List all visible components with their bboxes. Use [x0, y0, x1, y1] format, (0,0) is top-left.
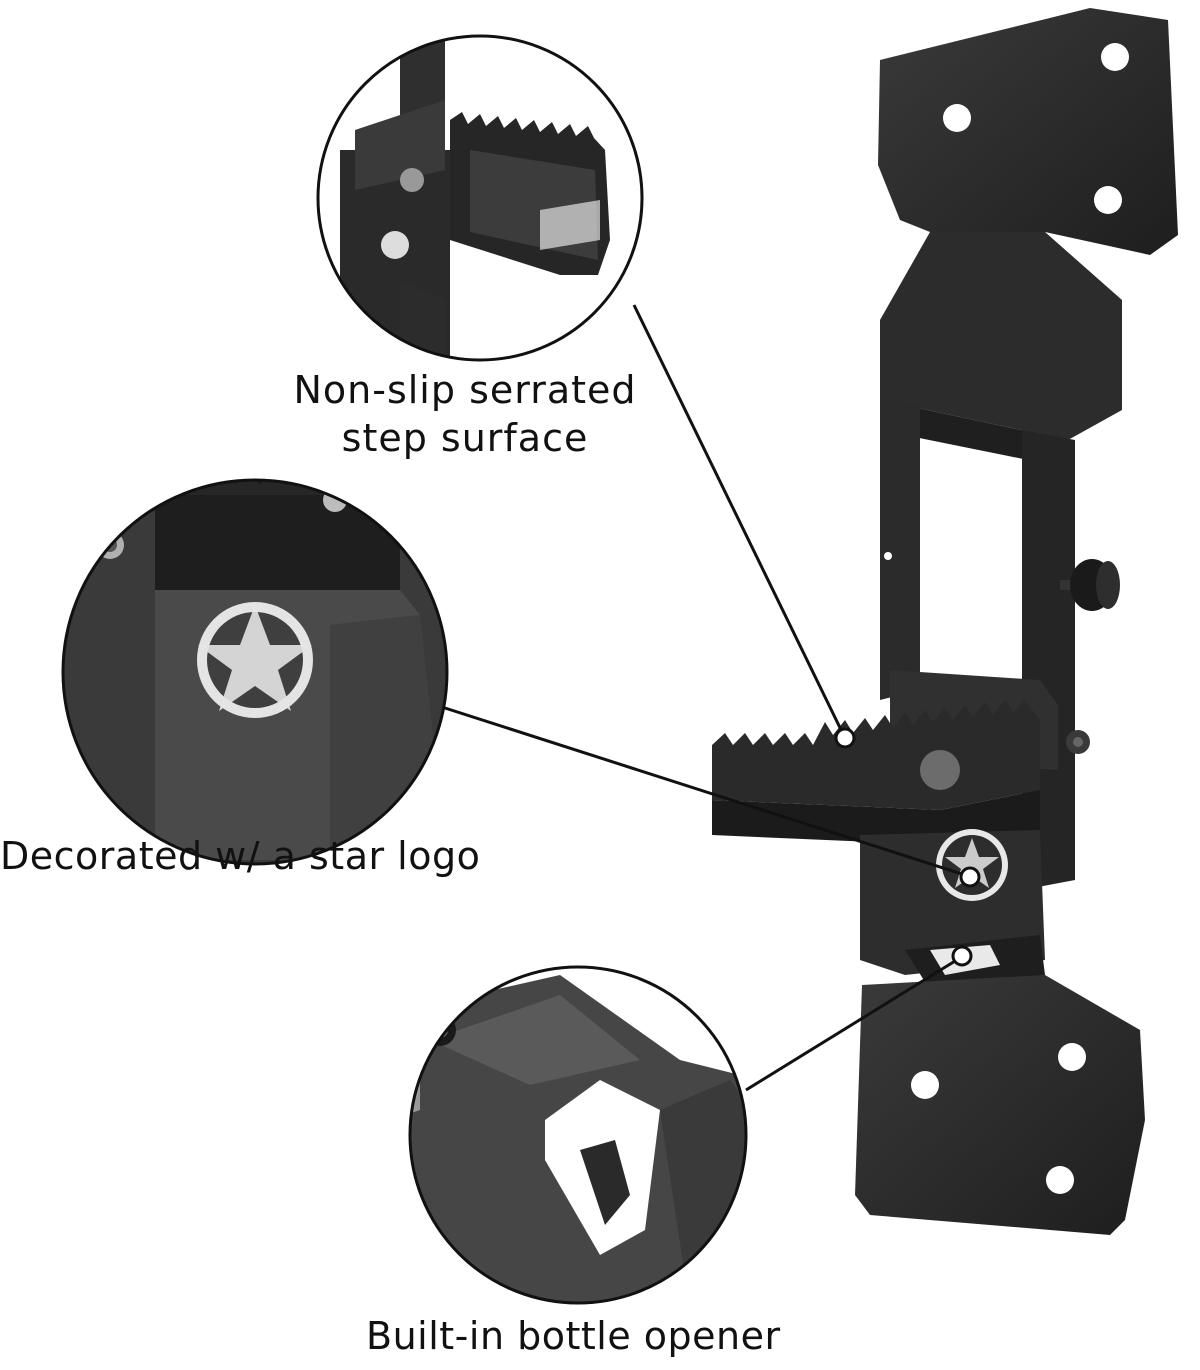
callout-label-star-logo: Decorated w/ a star logo — [0, 834, 481, 878]
locking-knob — [1060, 559, 1120, 611]
serrated-step — [712, 700, 1040, 845]
upper-shoulder — [880, 232, 1122, 440]
star-logo — [936, 829, 1008, 901]
callout-label-bottle-opener: Built-in bottle opener — [366, 1314, 781, 1358]
callout-lines — [419, 304, 969, 1092]
callout-dot-step — [834, 727, 856, 749]
top-mounting-plate — [878, 8, 1178, 255]
detail-circle-step — [316, 34, 644, 362]
top-bolt-hole — [943, 104, 971, 132]
bottom-mounting-plate — [855, 975, 1145, 1235]
bottom-bolt-hole — [1046, 1166, 1074, 1194]
bottom-bolt-hole — [1058, 1043, 1086, 1071]
bottom-bolt-hole — [911, 1071, 939, 1099]
callout-label-step-line2: step surface — [341, 416, 589, 460]
callout-dot-opener — [951, 945, 973, 967]
callout-line-step — [632, 304, 847, 739]
top-bolt-hole — [1101, 43, 1129, 71]
callout-dot-star — [959, 866, 981, 888]
callout-label-step-surface: Non-slip serrated step surface — [285, 366, 645, 462]
detail-circle-opener — [408, 965, 748, 1305]
detail-circle-star — [61, 478, 449, 866]
callout-line-star — [419, 698, 969, 878]
left-rail — [880, 400, 920, 700]
step-bracket — [712, 8, 1178, 1235]
callout-line-opener — [745, 956, 961, 1092]
callout-label-step-line1: Non-slip serrated — [293, 368, 637, 412]
top-bolt-hole — [1094, 186, 1122, 214]
